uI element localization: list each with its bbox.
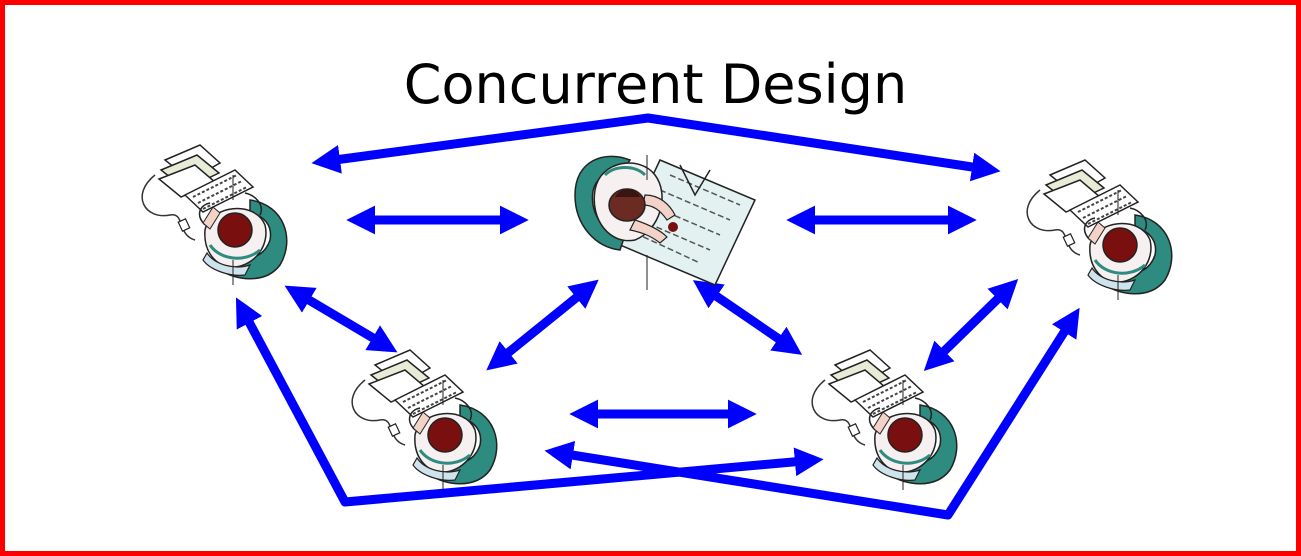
arrow-top-left-around-to-bottom-right [235, 297, 824, 507]
slide-title: Concurrent Design [403, 53, 908, 116]
engineer-top-right-icon [1025, 158, 1174, 302]
arrow-bottom-left-around-to-top-right [544, 307, 1080, 520]
engineer-bottom-right-icon [810, 348, 959, 492]
engineer-bottom-left-icon [350, 348, 499, 492]
designer-center-icon [573, 153, 757, 292]
arrow-center-to-bottom-right [692, 280, 803, 355]
arrow-top-left-to-top-right [311, 113, 1001, 182]
arrows-group [235, 113, 1080, 520]
arrow-center-to-bottom-left [486, 279, 599, 371]
arrow-top-right-to-bottom-right [923, 278, 1019, 372]
engineer-top-left-icon [140, 143, 289, 287]
arrow-top-left-to-bottom-left [284, 285, 398, 353]
